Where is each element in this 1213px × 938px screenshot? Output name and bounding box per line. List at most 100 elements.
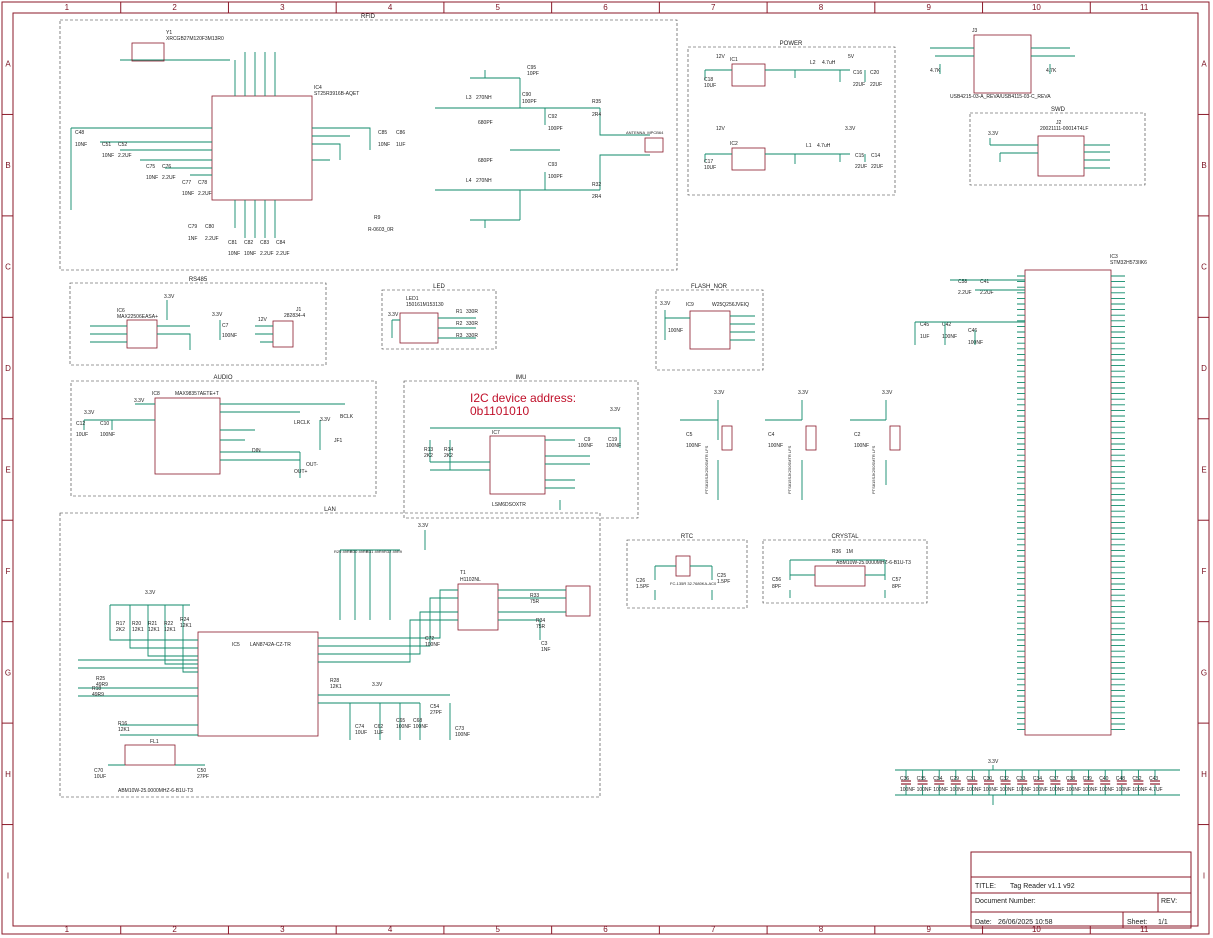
l2-value: 4.7uH <box>822 60 836 66</box>
lan-3v3-a: 3.3V <box>418 523 429 529</box>
decoupling-cap-ref: C34 <box>1033 776 1042 782</box>
svg-text:1M: 1M <box>846 549 853 555</box>
svg-text:C80: C80 <box>205 224 214 230</box>
grid-column-label: 2 <box>172 3 177 12</box>
t1-ref: T1 <box>460 570 466 576</box>
decoupling-cap-value: 100NF <box>1000 787 1015 793</box>
lan-part-value: 12K1 <box>118 727 130 733</box>
lan-part-value: 12K1 <box>164 627 176 633</box>
jf1-ref: JF1 <box>334 438 343 444</box>
decoupling-cap-value: 100NF <box>1033 787 1048 793</box>
lan-part-value: 1NF <box>541 647 550 653</box>
grid-row-label: D <box>5 364 11 373</box>
rs485-wires <box>90 300 273 350</box>
rs485-section-border <box>69 282 327 366</box>
ic7-value: LSM6DSOXTR <box>492 502 526 508</box>
led-section-title: LED <box>433 284 445 290</box>
led-3v3: 3.3V <box>388 312 399 318</box>
svg-text:C18: C18 <box>704 77 713 83</box>
svg-text:10NF: 10NF <box>102 153 114 159</box>
svg-text:R3: R3 <box>456 333 463 339</box>
document-number-label: Document Number: <box>975 898 1036 905</box>
led1-body <box>399 312 439 344</box>
ic9-body <box>689 310 731 350</box>
svg-text:2.2UF: 2.2UF <box>162 175 176 181</box>
lan-part-ref: R21 <box>148 621 157 627</box>
svg-text:680PF: 680PF <box>478 120 493 126</box>
imu-note-line2: 0b1101010 <box>470 404 530 418</box>
decoupling-cap-value: 100NF <box>950 787 965 793</box>
svg-text:C15: C15 <box>855 153 864 159</box>
title-label: TITLE: <box>975 883 996 890</box>
svg-text:C75: C75 <box>146 164 155 170</box>
ic9-value: W25Q256JVEIQ <box>712 302 749 308</box>
lan-part-value: 100NF <box>455 732 470 738</box>
sw2-body <box>805 425 817 451</box>
grid-column-label: 4 <box>388 3 393 12</box>
decoupling-cap-value: 100NF <box>1066 787 1081 793</box>
y1-ref: Y1 <box>166 30 172 36</box>
j2-value: 20021111-00014T4LF <box>1040 126 1088 132</box>
svg-text:C95: C95 <box>527 65 536 71</box>
svg-text:10NF: 10NF <box>146 175 158 181</box>
power-12v-b: 12V <box>716 126 726 132</box>
decoupling-cap-ref: C37 <box>1049 776 1058 782</box>
svg-text:2K2: 2K2 <box>444 453 453 459</box>
svg-text:2.2UF: 2.2UF <box>958 290 972 296</box>
lan-part-ref: R34 <box>536 618 545 624</box>
svg-text:680PF: 680PF <box>478 158 493 164</box>
ic6-body <box>126 319 158 349</box>
svg-text:DIN: DIN <box>252 448 261 454</box>
date-value: 26/06/2025 10:58 <box>998 919 1053 926</box>
rtc-wires <box>654 565 713 600</box>
grid-column-label: 3 <box>280 925 285 934</box>
svg-text:2.2UF: 2.2UF <box>980 290 994 296</box>
grid-row-label: B <box>1201 161 1206 170</box>
button-wires <box>680 400 887 500</box>
svg-text:C79: C79 <box>188 224 197 230</box>
ic8-body <box>154 397 221 475</box>
lan-part-ref: C62 <box>374 724 383 730</box>
svg-text:OUT+: OUT+ <box>294 469 308 475</box>
svg-text:10NF: 10NF <box>182 191 194 197</box>
lan-part-ref: R22 <box>164 621 173 627</box>
decoupling-cap-ref: C48 <box>1116 776 1125 782</box>
svg-text:C58: C58 <box>958 279 967 285</box>
grid-column-label: 2 <box>172 925 177 934</box>
svg-text:330R: 330R <box>466 333 478 339</box>
y2-value: ABM10W-25.0000MHZ-6-B1U-T3 <box>118 788 193 794</box>
svg-text:C76: C76 <box>162 164 171 170</box>
decoupling-cap-ref: C33 <box>1016 776 1025 782</box>
svg-text:100PF: 100PF <box>522 99 537 105</box>
j3-value: USB4215-03-A_REVA/USB4115-03-C_REVA <box>950 94 1051 100</box>
svg-text:2K2: 2K2 <box>424 453 433 459</box>
decoupling-cap-value: 100NF <box>1016 787 1031 793</box>
power-3v3: 3.3V <box>845 126 856 132</box>
audio-wires <box>83 403 345 478</box>
title-value: Tag Reader v1.1 v92 <box>1010 883 1075 890</box>
lan-part-ref: C54 <box>430 704 439 710</box>
grid-row-label: F <box>6 567 11 576</box>
svg-text:C41: C41 <box>980 279 989 285</box>
decoupling-cap-value: 100NF <box>1049 787 1064 793</box>
grid-column-label: 8 <box>819 3 824 12</box>
svg-text:100PF: 100PF <box>548 126 563 132</box>
rfid-section-border <box>59 19 678 271</box>
grid-row-label: C <box>1201 263 1207 272</box>
svg-text:C5: C5 <box>686 432 693 438</box>
power-section-title: POWER <box>780 41 803 47</box>
r32-ref: R32 <box>592 182 601 188</box>
grid-column-label: 5 <box>496 925 501 934</box>
svg-text:1UF: 1UF <box>396 142 405 148</box>
j3-ref: J3 <box>972 28 978 34</box>
l1-ref: L1 <box>806 143 812 149</box>
inner-frame <box>12 12 1199 927</box>
svg-text:C57: C57 <box>892 577 901 583</box>
rs485-3v3-b: 3.3V <box>212 312 223 318</box>
antenna-symbol <box>644 137 664 153</box>
lan-part-ref: R24 <box>180 617 189 623</box>
j1-value: 282834-4 <box>284 313 305 319</box>
